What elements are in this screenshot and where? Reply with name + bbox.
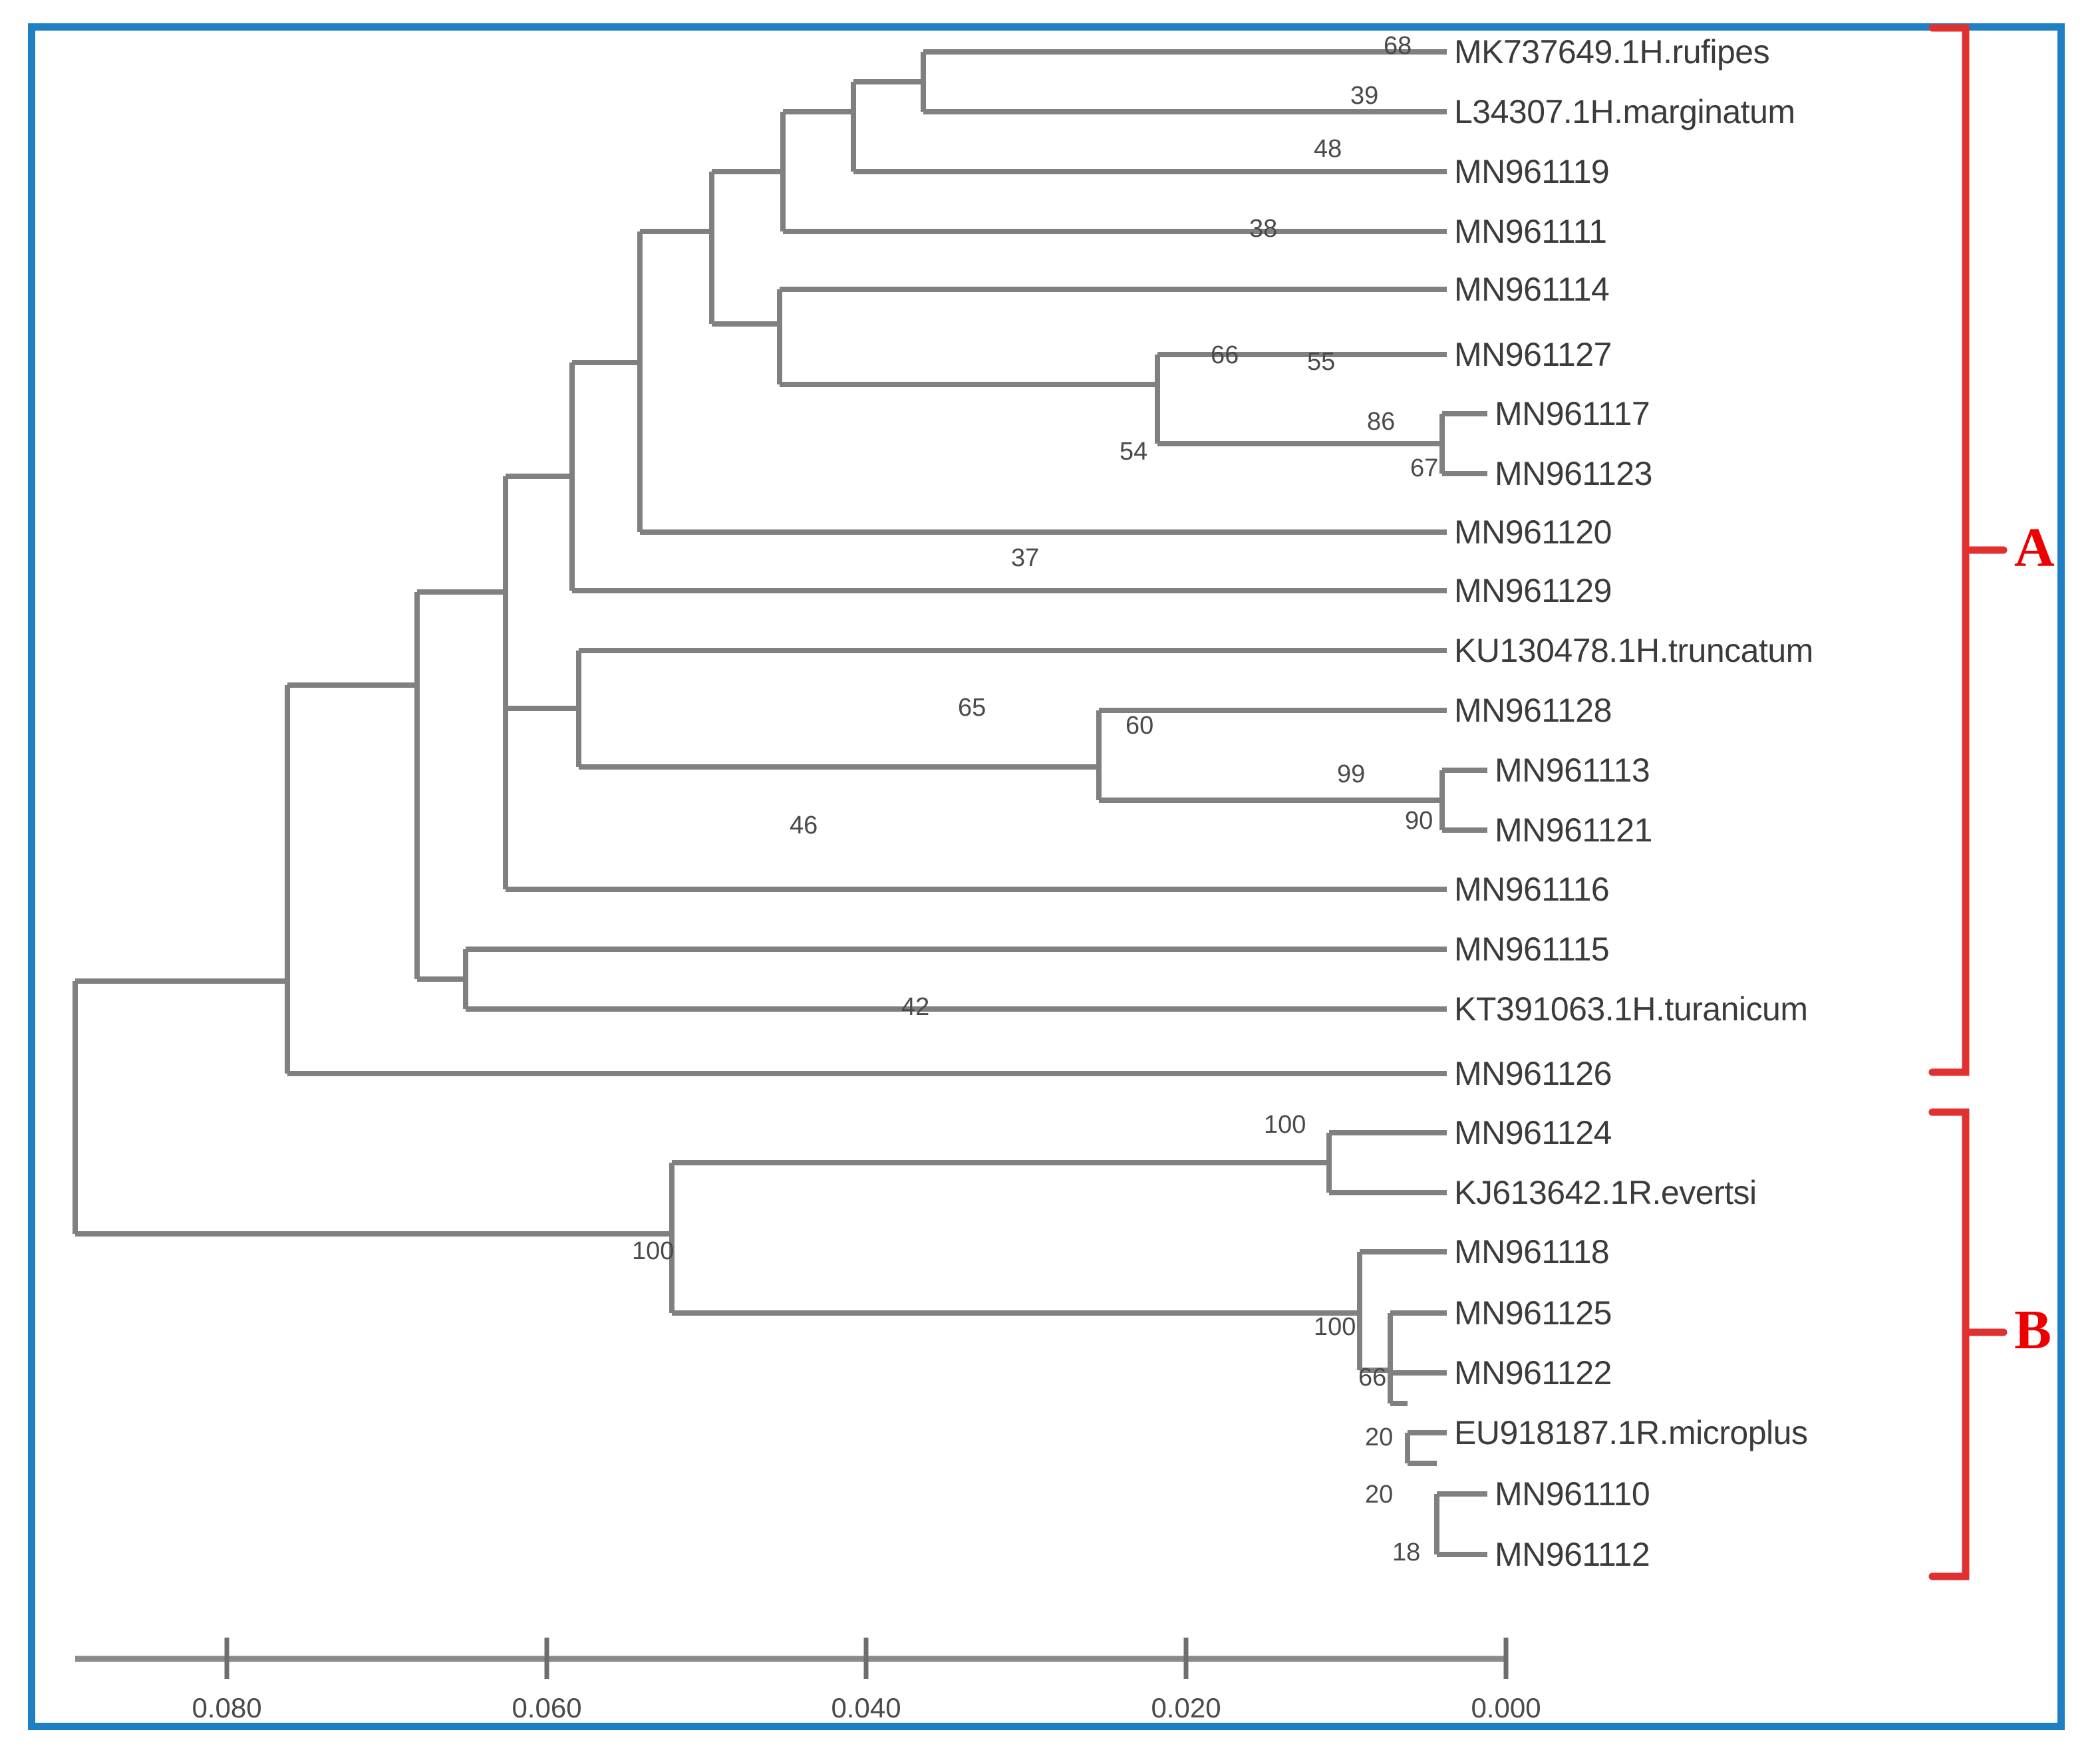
tip-label: MN961110 xyxy=(1495,1475,1650,1513)
tip-label: KT391063.1H.turanicum xyxy=(1454,990,1808,1028)
tip-label: MN961127 xyxy=(1454,336,1612,373)
bootstrap-value: 66 xyxy=(1211,341,1239,369)
tip-label: MN961120 xyxy=(1454,513,1612,551)
bootstrap-value: 20 xyxy=(1365,1423,1394,1451)
bootstrap-value: 39 xyxy=(1350,82,1379,110)
bootstrap-value: 66 xyxy=(1358,1364,1387,1392)
bootstrap-value: 46 xyxy=(790,811,818,839)
tip-label: MN961124 xyxy=(1454,1114,1612,1151)
clade-brackets xyxy=(1928,24,2008,1580)
figure-frame xyxy=(28,23,2065,1730)
bootstrap-value: 67 xyxy=(1410,454,1439,482)
scale-tick-label: 0.020 xyxy=(1151,1692,1221,1723)
tip-label: KJ613642.1R.evertsi xyxy=(1454,1174,1757,1211)
scale-tick-label: 0.000 xyxy=(1471,1692,1541,1723)
tip-label: MN961128 xyxy=(1454,692,1612,729)
tip-label: MN961111 xyxy=(1454,213,1607,250)
scale-tick-label: 0.060 xyxy=(512,1692,582,1723)
tip-label: MN961121 xyxy=(1495,811,1652,849)
bootstrap-value: 86 xyxy=(1367,408,1396,436)
tip-label: L34307.1H.marginatum xyxy=(1454,93,1795,130)
scale-tick-label: 0.040 xyxy=(831,1692,901,1723)
bootstrap-value: 65 xyxy=(958,694,986,722)
bootstrap-value: 90 xyxy=(1405,807,1433,835)
tip-label: MN961126 xyxy=(1454,1055,1612,1092)
clade-a-label: A xyxy=(2014,517,2055,579)
tip-label: MN961116 xyxy=(1454,871,1610,908)
tree-branches xyxy=(73,49,1487,1557)
bootstrap-value: 54 xyxy=(1120,438,1148,466)
bootstrap-value: 18 xyxy=(1392,1539,1421,1566)
tip-label: MN961114 xyxy=(1454,271,1610,308)
bootstrap-value: 99 xyxy=(1337,760,1366,788)
tip-label: MN961115 xyxy=(1454,931,1610,968)
tip-label: MN961117 xyxy=(1495,395,1650,432)
tip-label: EU918187.1R.microplus xyxy=(1454,1414,1808,1451)
tip-label: MN961112 xyxy=(1495,1536,1650,1573)
tip-label: MN961125 xyxy=(1454,1294,1612,1332)
bootstrap-value: 42 xyxy=(901,993,930,1021)
bootstrap-value: 100 xyxy=(632,1237,675,1265)
scale-axis xyxy=(75,1638,1509,1679)
bootstrap-value: 38 xyxy=(1249,215,1278,243)
scale-tick-label: 0.080 xyxy=(192,1692,262,1723)
clade-b-bracket xyxy=(1928,1108,1970,1580)
clade-b-label: B xyxy=(2014,1299,2052,1361)
tip-label: MN961118 xyxy=(1454,1233,1610,1270)
bootstrap-value: 48 xyxy=(1314,135,1342,163)
bootstrap-value: 55 xyxy=(1307,348,1336,376)
bootstrap-value: 68 xyxy=(1384,32,1412,60)
bootstrap-value: 37 xyxy=(1011,544,1040,572)
tip-label: MN961122 xyxy=(1454,1354,1612,1392)
bootstrap-value: 100 xyxy=(1314,1313,1356,1341)
clade-a-bracket xyxy=(1928,24,1970,1076)
tip-label: KU130478.1H.truncatum xyxy=(1454,632,1813,669)
bootstrap-value: 100 xyxy=(1264,1111,1306,1139)
tip-label: MN961119 xyxy=(1454,153,1610,190)
bootstrap-value: 20 xyxy=(1365,1481,1394,1509)
tip-label: MK737649.1H.rufipes xyxy=(1454,33,1770,71)
tip-label: MN961113 xyxy=(1495,752,1650,789)
bootstrap-value: 60 xyxy=(1125,712,1154,740)
tip-label: MN961123 xyxy=(1495,455,1652,492)
tip-label: MN961129 xyxy=(1454,572,1612,609)
